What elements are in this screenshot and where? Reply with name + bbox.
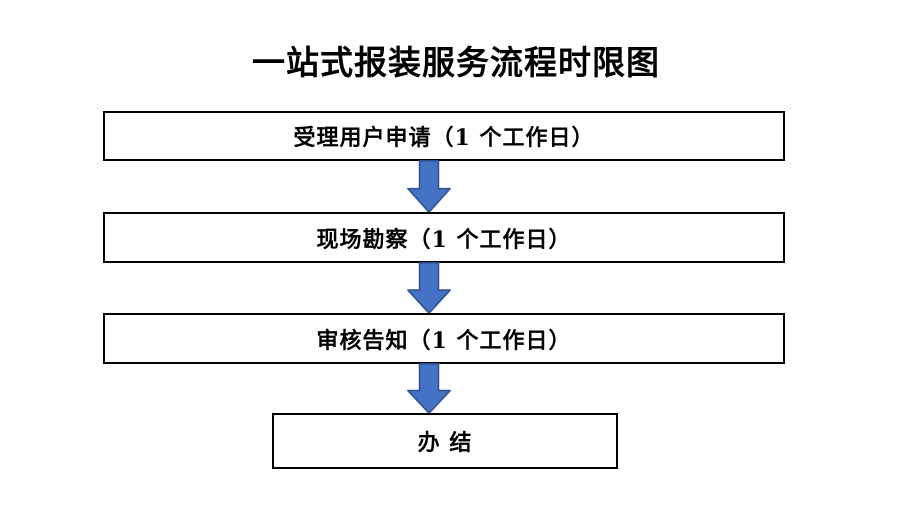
down-arrow-icon — [407, 363, 451, 414]
flow-step-box-completed: 办 结 — [272, 413, 618, 469]
flow-step-label: 现场勘察（1 个工作日） — [316, 226, 572, 253]
down-arrow-icon — [407, 262, 451, 314]
down-arrow-icon — [407, 160, 451, 213]
down-arrow-outline — [407, 262, 451, 314]
flow-step-label: 办 结 — [417, 430, 473, 456]
down-arrow-outline — [407, 363, 451, 414]
down-arrow-shape — [407, 262, 451, 314]
flow-step-label: 受理用户申请（1 个工作日） — [293, 125, 595, 151]
page-title: 一站式报装服务流程时限图 — [252, 43, 660, 82]
flow-step-box-site-survey: 现场勘察（1 个工作日） — [103, 212, 785, 263]
flow-step-box-review-notify: 审核告知（1 个工作日） — [103, 313, 785, 364]
flow-step-label: 审核告知（1 个工作日） — [316, 327, 572, 354]
down-arrow-shape — [407, 160, 451, 213]
down-arrow-outline — [407, 160, 451, 213]
down-arrow-shape — [407, 363, 451, 414]
flow-step-box-accept-application: 受理用户申请（1 个工作日） — [103, 111, 785, 161]
